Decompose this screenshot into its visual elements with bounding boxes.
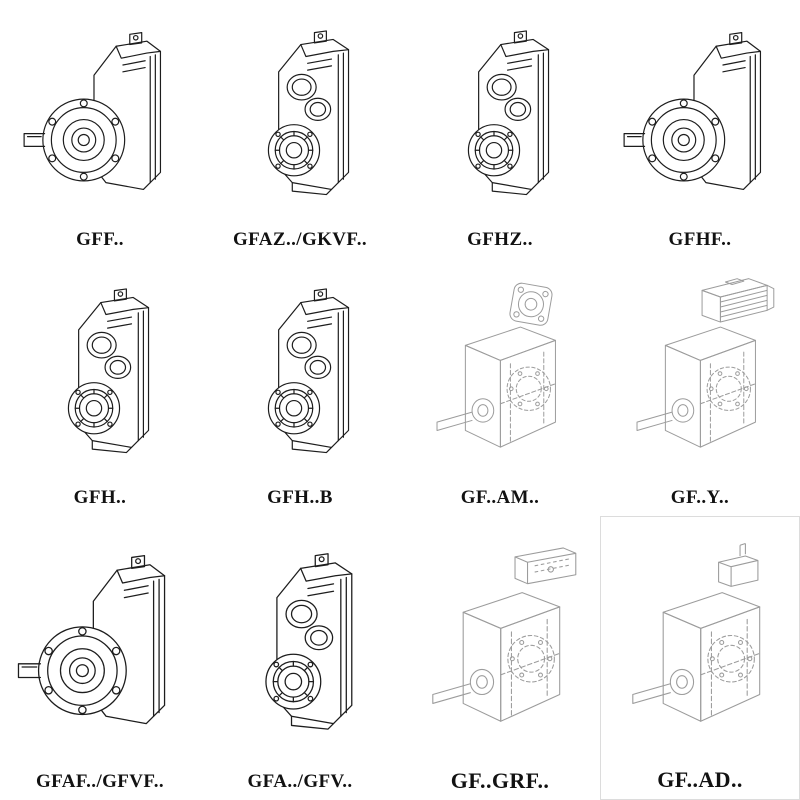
catalog-cell: GF..AM.. [400, 258, 600, 516]
model-label: GFH.. [73, 487, 127, 509]
catalog-cell: GFA../GFV.. [200, 516, 400, 800]
flange-output-gearbox-drawing [623, 31, 762, 190]
catalog-cell: GFH.. [0, 258, 200, 516]
model-label: GFAF../GFVF.. [35, 771, 164, 793]
model-label: GF..AM.. [460, 487, 540, 509]
gearbox-with-adapter-drawing [632, 542, 761, 722]
model-label: GF..GRF.. [450, 767, 550, 793]
shaft-mounted-gearbox-drawing [67, 287, 150, 453]
gearbox-with-motor-flange-drawing [436, 281, 557, 448]
model-label: GFHZ.. [467, 229, 533, 251]
model-label: GFH..B [267, 487, 333, 509]
catalog-cell: GF..GRF.. [400, 516, 600, 800]
catalog-cell: GFH..B [200, 258, 400, 516]
catalog-cell: GFAZ../GKVF.. [200, 0, 400, 258]
catalog-cell: GFHZ.. [400, 0, 600, 258]
model-label: GFA../GFV.. [247, 771, 353, 793]
catalog-cell: GF..AD.. [600, 516, 800, 800]
catalog-cell: GFAF../GFVF.. [0, 516, 200, 800]
model-label: GFF.. [76, 229, 124, 251]
shaft-mounted-gearbox-drawing [267, 287, 350, 453]
gearbox-with-motor-drawing [636, 277, 775, 448]
hollow-shaft-gearbox-drawing [265, 552, 353, 730]
catalog-cell: GFHF.. [600, 0, 800, 258]
model-label: GF..Y.. [670, 487, 730, 509]
model-label: GFAZ../GKVF.. [233, 229, 367, 251]
model-label: GFHF.. [668, 229, 732, 251]
gearbox-with-cover-drawing [432, 547, 577, 722]
flange-output-gearbox-drawing [23, 31, 162, 190]
catalog-cell: GF..Y.. [600, 258, 800, 516]
hollow-shaft-gearbox-drawing [467, 29, 550, 195]
flange-output-gearbox-drawing [18, 554, 166, 724]
catalog-cell: GFF.. [0, 0, 200, 258]
hollow-shaft-gearbox-drawing [267, 29, 350, 195]
model-label: GF..AD.. [657, 766, 743, 792]
